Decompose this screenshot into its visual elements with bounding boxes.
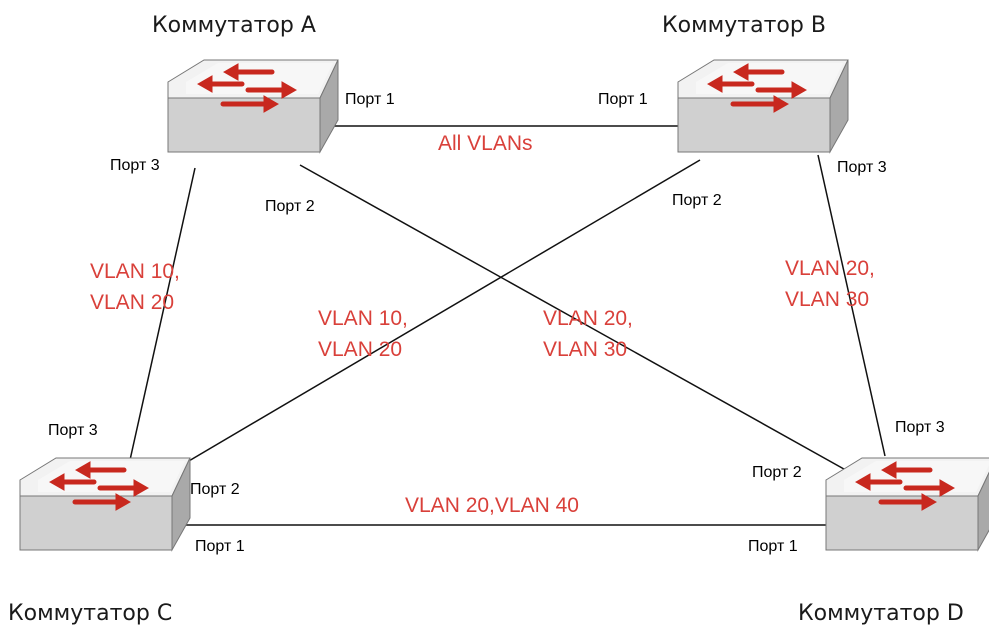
vlan-label-a-c-line1: VLAN 10, [90,260,180,283]
port-label-b1: Порт 1 [598,91,648,108]
port-label-c2: Порт 2 [190,481,240,498]
port-label-a1: Порт 1 [345,91,395,108]
vlan-label-c-d: VLAN 20,VLAN 40 [405,494,579,517]
port-label-b3: Порт 3 [837,159,887,176]
switch-d[interactable] [826,458,989,550]
network-switch-icon [678,60,848,152]
switch-a-title: Коммутатор A [152,13,316,38]
link-a-d [299,164,861,479]
port-label-b2: Порт 2 [672,192,722,209]
vlan-label-b-c-line2: VLAN 20 [318,338,402,361]
vlan-label-b-d-line1: VLAN 20, [785,257,875,280]
vlan-label-a-b: All VLANs [438,132,533,155]
vlan-label-b-c-line1: VLAN 10, [318,307,408,330]
vlan-label-a-d-line2: VLAN 30 [543,338,627,361]
switch-a[interactable] [168,60,338,152]
port-label-c3: Порт 3 [48,422,98,439]
link-b-d [817,154,886,457]
vlan-label-a-d-line1: VLAN 20, [543,307,633,330]
link-a-c [129,167,196,461]
port-label-a3: Порт 3 [110,157,160,174]
port-label-a2: Порт 2 [265,198,315,215]
switch-d-title: Коммутатор D [798,601,964,626]
network-switch-icon [826,458,989,550]
port-label-c1: Порт 1 [195,538,245,555]
switch-c-title: Коммутатор C [8,601,172,626]
vlan-label-a-c-line2: VLAN 20 [90,291,174,314]
vlan-label-b-d-line2: VLAN 30 [785,288,869,311]
switch-c[interactable] [20,458,190,550]
link-b-c [159,159,701,479]
switch-b-title: Коммутатор B [662,13,826,38]
port-label-d2: Порт 2 [752,464,802,481]
port-label-d3: Порт 3 [895,419,945,436]
network-switch-icon [20,458,190,550]
port-label-d1: Порт 1 [748,538,798,555]
network-switch-icon [168,60,338,152]
switch-b[interactable] [678,60,848,152]
